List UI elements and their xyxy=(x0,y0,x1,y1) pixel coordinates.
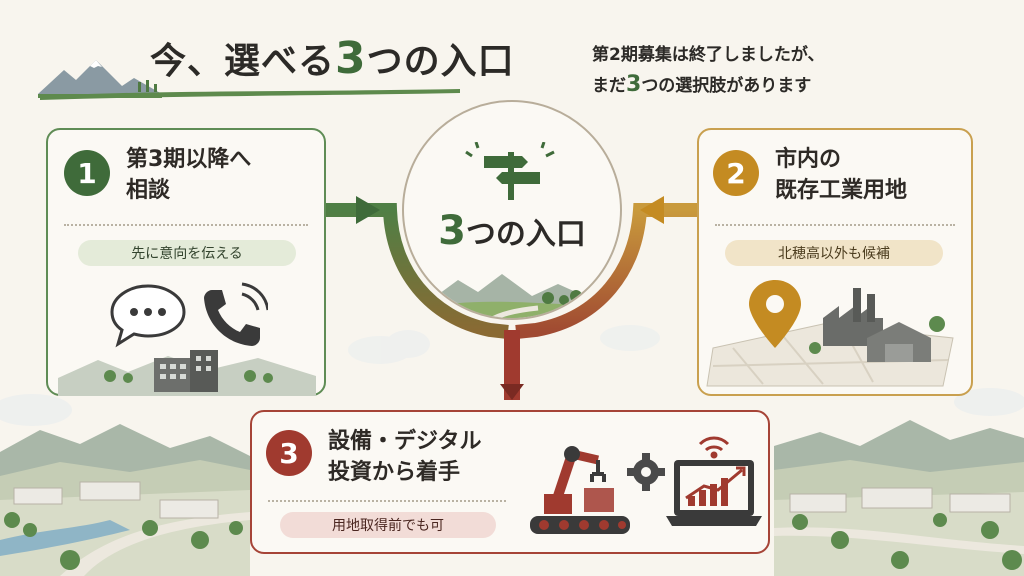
laptop-chart-icon xyxy=(666,460,762,526)
title-prefix: 今、選べる xyxy=(150,41,336,82)
option-1-tag: 先に意向を伝える xyxy=(78,240,296,266)
map-pin-icon xyxy=(749,280,801,348)
map-illustration xyxy=(706,280,954,387)
option-1-title: 第3期以降へ 相談 xyxy=(126,147,252,203)
title-number: 3 xyxy=(335,33,367,84)
subtitle-line-2: まだ3つの選択肢があります xyxy=(592,72,812,97)
chat-bubble-icon xyxy=(110,284,186,348)
phone-icon xyxy=(204,282,268,346)
center-label: 3つの入口 xyxy=(438,208,586,254)
gear-icon xyxy=(627,453,665,491)
center-circle: 3つの入口 xyxy=(402,100,622,320)
digital-investment-illustration xyxy=(530,436,762,534)
option-3-title: 設備・デジタル 投資から着手 xyxy=(328,429,482,485)
subtitle-line-1: 第2期募集は終了しましたが、 xyxy=(592,45,825,65)
option-3-number: 3 xyxy=(266,430,312,476)
divider xyxy=(715,224,955,226)
option-2-number: 2 xyxy=(713,150,759,196)
center-landscape xyxy=(428,274,598,318)
option-3-tag: 用地取得前でも可 xyxy=(280,512,496,538)
option-2-tag: 北穂高以外も候補 xyxy=(725,240,943,266)
option-card-3[interactable]: 3 設備・デジタル 投資から着手 用地取得前でも可 xyxy=(250,410,770,554)
option-1-number: 1 xyxy=(64,150,110,196)
warehouse-icon xyxy=(867,322,931,362)
office-building-icon xyxy=(58,350,316,396)
title-underline xyxy=(40,89,460,100)
signpost-icon xyxy=(465,142,555,200)
subtitle: 第2期募集は終了しましたが、 まだ3つの選択肢があります xyxy=(592,40,825,101)
wifi-icon xyxy=(698,436,730,459)
page-title: 今、選べる3つの入口 xyxy=(150,32,515,84)
divider xyxy=(268,500,506,502)
divider xyxy=(64,224,308,226)
arrow-left-icon xyxy=(640,196,664,224)
arrow-right-icon xyxy=(356,196,380,224)
option-card-2[interactable]: 2 市内の 既存工業用地 北穂高以外も候補 xyxy=(697,128,973,396)
arrow-down-icon xyxy=(500,384,524,400)
option-card-1[interactable]: 1 第3期以降へ 相談 先に意向を伝える xyxy=(46,128,326,396)
option-2-title: 市内の 既存工業用地 xyxy=(775,147,908,203)
title-suffix: つの入口 xyxy=(366,41,515,82)
robot-arm-icon xyxy=(530,446,630,534)
